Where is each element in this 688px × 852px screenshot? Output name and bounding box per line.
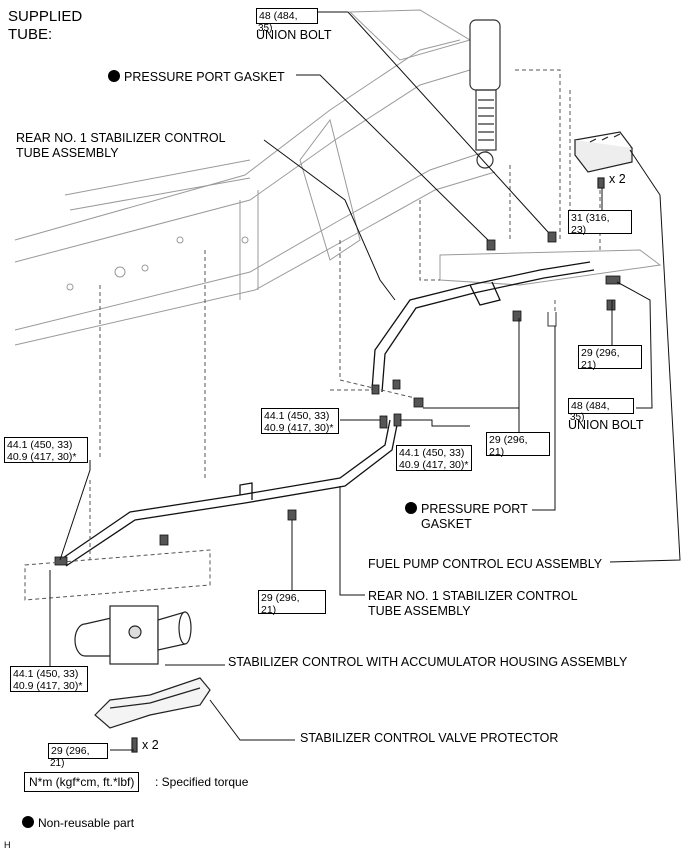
torque-top-union-line2: 35) bbox=[258, 23, 273, 34]
torque-box-center-right: 44.1 (450, 33)40.9 (417, 30)* bbox=[396, 445, 472, 471]
label-valve-protector: STABILIZER CONTROL VALVE PROTECTOR bbox=[300, 731, 559, 745]
title-line-1: SUPPLIED bbox=[8, 8, 83, 25]
label-union-bolt-right: UNION BOLT bbox=[568, 418, 644, 432]
figure-code: H bbox=[4, 840, 11, 850]
frame-rail-upper2 bbox=[14, 69, 471, 263]
legend-specified-torque: : Specified torque bbox=[155, 775, 249, 789]
non-reusable-dot-icon bbox=[405, 502, 417, 514]
stabilizer-housing-shape bbox=[74, 605, 192, 665]
frame-vertical bbox=[239, 190, 259, 300]
non-reusable-dot-icon bbox=[22, 816, 34, 828]
label-rear-tube-mid-2: TUBE ASSEMBLY bbox=[368, 604, 471, 618]
legend-non-reusable: Non-reusable part bbox=[22, 816, 134, 830]
label-rear-tube-top-1: REAR NO. 1 STABILIZER CONTROL bbox=[16, 131, 226, 145]
frame-crossmember bbox=[64, 159, 251, 211]
label-rear-tube-top-2: TUBE ASSEMBLY bbox=[16, 146, 119, 160]
label-fuel-pump-ecu: FUEL PUMP CONTROL ECU ASSEMBLY bbox=[368, 557, 603, 571]
torque-box-protector-bolt: 29 (296, bbox=[48, 743, 108, 759]
torque-box-lower-bolt: 29 (296,21) bbox=[258, 590, 326, 616]
leader-lines bbox=[49, 11, 681, 751]
frame-rail-lower bbox=[14, 149, 491, 331]
torque-box-right-union: 48 (484, bbox=[568, 398, 634, 414]
torque-box-center-bolt: 29 (296,21) bbox=[486, 432, 550, 458]
title-line-2: TUBE: bbox=[8, 26, 53, 43]
label-pressure-port-gasket-top: PRESSURE PORT GASKET bbox=[108, 70, 285, 84]
label-pressure-port-gasket-mid-1: PRESSURE PORT bbox=[405, 502, 528, 516]
valve-protector-shape bbox=[94, 677, 211, 753]
fuel-pump-ecu-shape bbox=[573, 131, 634, 189]
label-x2-top: x 2 bbox=[609, 172, 626, 186]
legend-units-box: N*m (kgf*cm, ft.*lbf) bbox=[24, 772, 140, 792]
dashed-lines bbox=[24, 69, 601, 601]
label-union-bolt-top: UNION BOLT bbox=[256, 28, 332, 42]
torque-box-bracket: 31 (316,23) bbox=[568, 210, 632, 236]
clip bbox=[547, 312, 557, 327]
frame-bracket bbox=[348, 9, 472, 61]
stabilizer-tubes bbox=[59, 261, 595, 567]
torque-box-top-union: 48 (484, bbox=[256, 8, 318, 24]
frame-rear bbox=[439, 249, 662, 286]
torque-right-union-line2: 35) bbox=[570, 412, 585, 423]
torque-box-left-bottom: 44.1 (450, 33)40.9 (417, 30)* bbox=[10, 666, 88, 692]
shock-absorber bbox=[469, 19, 501, 169]
torque-box-center-left: 44.1 (450, 33)40.9 (417, 30)* bbox=[261, 408, 339, 434]
frame-rail-upper bbox=[14, 39, 461, 241]
non-reusable-dot-icon bbox=[108, 70, 120, 82]
torque-protector-bolt-line2: 21) bbox=[50, 758, 65, 769]
torque-box-left-top: 44.1 (450, 33)40.9 (417, 30)* bbox=[4, 437, 88, 463]
frame-side bbox=[299, 118, 361, 261]
label-stabilizer-housing: STABILIZER CONTROL WITH ACCUMULATOR HOUS… bbox=[228, 655, 628, 669]
label-x2-bottom: x 2 bbox=[142, 738, 159, 752]
frame-rail-lower2 bbox=[14, 171, 496, 346]
label-rear-tube-mid-1: REAR NO. 1 STABILIZER CONTROL bbox=[368, 589, 578, 603]
label-pressure-port-gasket-mid-2: GASKET bbox=[421, 517, 472, 531]
bolts bbox=[54, 231, 621, 566]
torque-box-right-bolt: 29 (296,21) bbox=[578, 345, 642, 371]
